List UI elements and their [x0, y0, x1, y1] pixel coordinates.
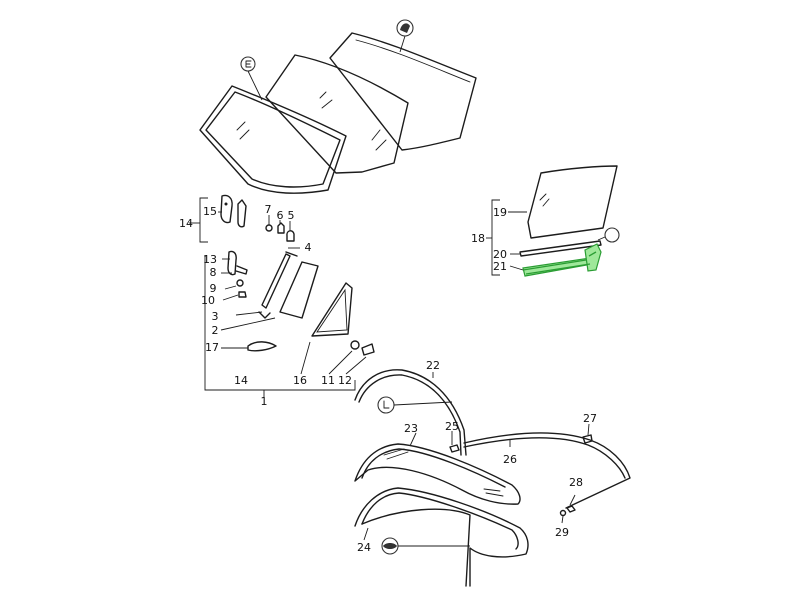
- bracket-14-upper: [189, 197, 208, 243]
- model-s-symbol: [396, 19, 414, 37]
- callout-c6: 6: [277, 209, 284, 222]
- callout-c8: 8: [210, 266, 217, 279]
- callout-c5: 5: [288, 209, 295, 222]
- window-channel[interactable]: [519, 240, 602, 257]
- callout-c22: 22: [426, 359, 440, 372]
- model-eye-symbol: [381, 537, 399, 555]
- callout-c14a: 14: [179, 217, 193, 230]
- vent-glass[interactable]: [279, 261, 319, 319]
- callout-c16: 16: [293, 374, 307, 387]
- windshield-rear[interactable]: [329, 32, 477, 151]
- side-window-glass[interactable]: [527, 165, 618, 239]
- rear-window-seal[interactable]: [354, 487, 529, 587]
- callout-c10: 10: [201, 294, 215, 307]
- clip-28-29[interactable]: [559, 505, 576, 517]
- callout-c25: 25: [445, 420, 459, 433]
- window-regulator-highlighted[interactable]: [522, 243, 602, 277]
- bracket-14-lower: [204, 255, 356, 398]
- callout-c21: 21: [493, 260, 507, 273]
- model-circle-symbol: [604, 227, 620, 243]
- callout-c18: 18: [471, 232, 485, 245]
- clip-25[interactable]: [449, 444, 460, 453]
- windshield-middle[interactable]: [265, 54, 409, 174]
- knob-11[interactable]: [350, 340, 360, 350]
- callout-c3: 3: [212, 310, 219, 323]
- callout-c17: 17: [205, 341, 219, 354]
- model-l-symbol: [377, 396, 395, 414]
- latch-handle-part[interactable]: [220, 194, 247, 228]
- callout-c12: 12: [338, 374, 352, 387]
- callout-c19: 19: [493, 206, 507, 219]
- trim-strip[interactable]: [463, 432, 631, 509]
- top-frame-bow[interactable]: [354, 369, 467, 456]
- callout-c26: 26: [503, 453, 517, 466]
- callout-c15: 15: [203, 205, 217, 218]
- small-part-5[interactable]: [286, 230, 295, 242]
- vent-frame-rod[interactable]: [258, 251, 298, 319]
- callout-c20: 20: [493, 248, 507, 261]
- bracket-18: [486, 199, 500, 276]
- rear-window-with-glass[interactable]: [354, 443, 521, 505]
- callout-c23: 23: [404, 422, 418, 435]
- small-part-6[interactable]: [277, 222, 285, 234]
- callout-c4: 4: [305, 241, 312, 254]
- callout-c1: 1: [261, 395, 268, 408]
- vent-glass-seal[interactable]: [311, 282, 353, 337]
- callout-c9: 9: [210, 282, 217, 295]
- vent-weatherstrip[interactable]: [247, 341, 277, 352]
- callout-c14b: 14: [234, 374, 248, 387]
- model-e-symbol: [240, 56, 256, 72]
- small-part-7[interactable]: [265, 224, 273, 232]
- window-latch[interactable]: [227, 250, 248, 298]
- callout-c2: 2: [212, 324, 219, 337]
- clip-27[interactable]: [582, 434, 593, 444]
- callout-c29: 29: [555, 526, 569, 539]
- callout-c7: 7: [265, 203, 272, 216]
- callout-c24: 24: [357, 541, 371, 554]
- callout-c27: 27: [583, 412, 597, 425]
- knob-12[interactable]: [361, 343, 375, 356]
- callout-c11: 11: [321, 374, 335, 387]
- callout-c13: 13: [203, 253, 217, 266]
- windshield-front[interactable]: [199, 85, 347, 194]
- callout-c28: 28: [569, 476, 583, 489]
